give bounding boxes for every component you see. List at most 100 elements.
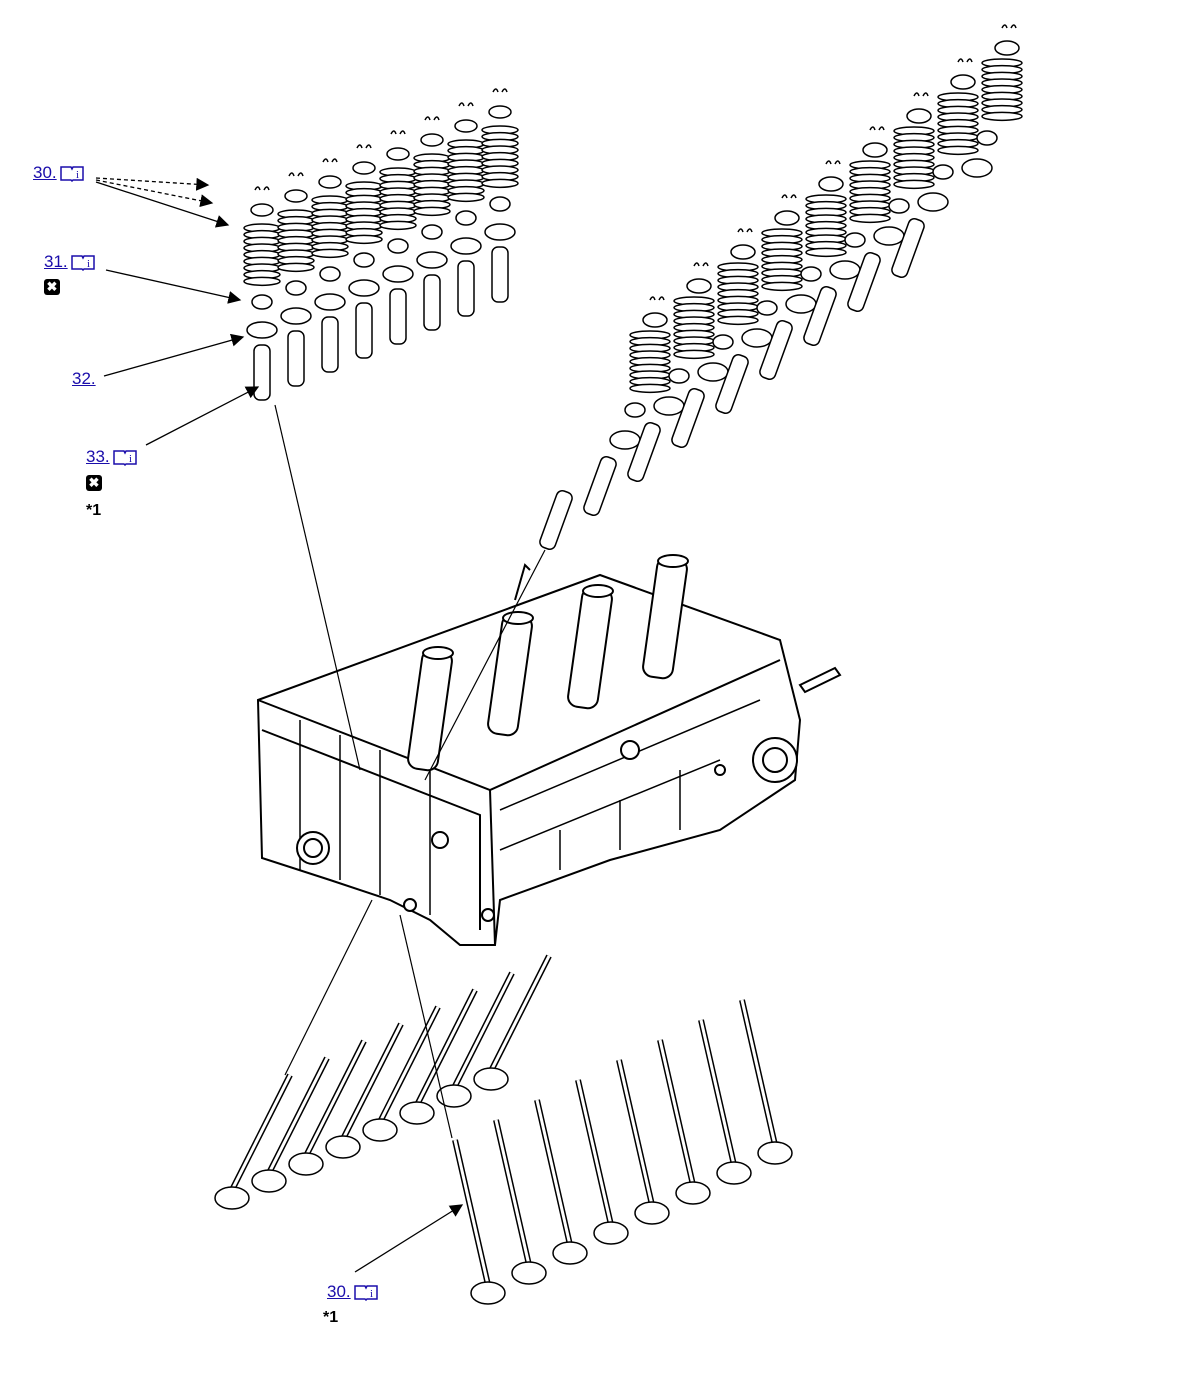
valve-spring	[805, 194, 847, 258]
valve-spring	[413, 153, 451, 217]
stem-oil-seal	[932, 164, 954, 180]
valve	[575, 1079, 629, 1245]
valves	[214, 954, 793, 1305]
retainer-key	[424, 116, 440, 121]
book-info-icon[interactable]: i	[112, 449, 138, 466]
valve-guide	[847, 252, 881, 312]
valve	[399, 988, 478, 1125]
stem-oil-seal	[251, 294, 273, 310]
retainer-key	[737, 228, 753, 233]
spring-seat	[653, 396, 685, 416]
spring-seat	[314, 293, 346, 311]
valve-spring	[481, 125, 519, 189]
valve-spring	[981, 58, 1023, 122]
valve	[436, 971, 515, 1108]
callout-leaders	[95, 177, 464, 1273]
svg-text:i: i	[87, 258, 90, 270]
retainer-key	[957, 58, 973, 63]
spring-seat	[609, 430, 641, 450]
callout-32-link[interactable]: 32.	[72, 369, 96, 388]
spring-seat	[280, 307, 312, 325]
retainer-key	[458, 102, 474, 107]
retainer-key	[781, 194, 797, 199]
book-info-icon[interactable]: i	[353, 1284, 379, 1301]
upper-left-valve-stack	[243, 88, 519, 401]
stem-oil-seal	[624, 402, 646, 418]
spring-seat	[484, 223, 516, 241]
valve-spring	[849, 160, 891, 224]
spring-retainer	[642, 312, 668, 328]
spring-seat	[416, 251, 448, 269]
retainer-key	[492, 88, 508, 93]
callout-30-valve[interactable]: 30. i	[327, 1282, 379, 1302]
spring-seat	[348, 279, 380, 297]
footnote-marker: *1	[323, 1309, 339, 1326]
valve-guide	[389, 288, 407, 345]
retainer-key	[322, 158, 338, 163]
valve-guide	[539, 490, 573, 550]
stem-oil-seal	[455, 210, 477, 226]
stem-oil-seal	[319, 266, 341, 282]
non-reusable-part-icon: ✖	[44, 279, 60, 295]
callout-32-spring-seat[interactable]: 32.	[72, 369, 96, 389]
retainer-key	[288, 172, 304, 177]
callout-30-retainer-keys[interactable]: 30. i	[33, 163, 85, 183]
valve-spring	[893, 126, 935, 190]
valve-spring	[717, 262, 759, 326]
valve-guide	[803, 286, 837, 346]
valve	[362, 1005, 441, 1142]
spring-seat	[873, 226, 905, 246]
valve-spring	[447, 139, 485, 203]
retainer-key	[913, 92, 929, 97]
stem-oil-seal	[353, 252, 375, 268]
valve-spring	[673, 296, 715, 360]
retainer-key	[869, 126, 885, 131]
valve-guide	[287, 330, 305, 387]
stem-oil-seal	[712, 334, 734, 350]
stem-oil-seal	[844, 232, 866, 248]
callout-33-valve-guide[interactable]: 33. i	[86, 447, 138, 467]
valve	[698, 1019, 752, 1185]
book-info-icon[interactable]: i	[59, 165, 85, 182]
footnote-marker: *1	[86, 502, 102, 519]
callout-33-link[interactable]: 33.	[86, 447, 110, 466]
valve	[534, 1099, 588, 1265]
valve	[616, 1059, 670, 1225]
spring-seat	[246, 321, 278, 339]
valve	[657, 1039, 711, 1205]
valve	[739, 999, 793, 1165]
valve-guide	[253, 344, 271, 401]
spring-retainer	[950, 74, 976, 90]
valve	[251, 1056, 330, 1193]
retainer-key	[254, 186, 270, 191]
retainer-key	[356, 144, 372, 149]
stem-oil-seal	[489, 196, 511, 212]
spring-retainer	[488, 105, 512, 119]
valve-guide	[891, 218, 925, 278]
stem-oil-seal	[387, 238, 409, 254]
valve-spring	[937, 92, 979, 156]
callout-31-stem-oil-seal[interactable]: 31. i	[44, 252, 96, 272]
svg-text:i: i	[76, 169, 79, 181]
spring-seat	[382, 265, 414, 283]
spring-retainer	[862, 142, 888, 158]
callout-31-link[interactable]: 31.	[44, 252, 68, 271]
svg-text:i: i	[370, 1288, 373, 1300]
valve-guide	[715, 354, 749, 414]
upper-right-valve-stack	[539, 24, 1023, 550]
callout-30-link[interactable]: 30.	[33, 163, 57, 182]
retainer-key	[825, 160, 841, 165]
valve	[473, 954, 552, 1091]
spring-seat	[697, 362, 729, 382]
spring-retainer	[686, 278, 712, 294]
valve-spring	[243, 223, 281, 287]
spring-retainer	[994, 40, 1020, 56]
stem-oil-seal	[668, 368, 690, 384]
callout-30-valve-link[interactable]: 30.	[327, 1282, 351, 1301]
book-info-icon[interactable]: i	[70, 254, 96, 271]
cylinder-head	[256, 554, 842, 946]
valve-guide	[457, 260, 475, 317]
valve-guide	[491, 246, 509, 303]
stem-oil-seal	[800, 266, 822, 282]
valve-guide	[671, 388, 705, 448]
